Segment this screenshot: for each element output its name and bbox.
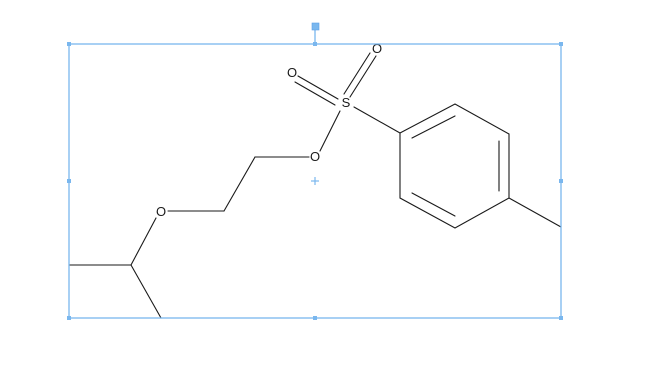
selection-frame[interactable] bbox=[67, 22, 563, 320]
center-crosshair-icon[interactable] bbox=[311, 177, 319, 185]
rotate-handle-icon[interactable] bbox=[311, 22, 320, 31]
benzene-ring bbox=[399, 103, 510, 229]
bond-methyl-down bbox=[130, 264, 162, 319]
atom-ester-oxygen: O bbox=[310, 149, 320, 164]
resize-handle-top-right[interactable] bbox=[559, 42, 563, 46]
ring-inner-bond-bottom bbox=[411, 192, 456, 217]
resize-handle-top-left[interactable] bbox=[67, 42, 71, 46]
atom-sulfonyl-oxygen-left: O bbox=[287, 65, 297, 80]
ring-inner-bond-top bbox=[411, 115, 456, 139]
bond-ester-oxygen-to-sulfur bbox=[319, 110, 341, 152]
atom-sulfur: S bbox=[342, 95, 351, 110]
bond-sulfur-oxygen-left-b bbox=[294, 81, 336, 106]
resize-handle-middle-left[interactable] bbox=[67, 179, 71, 183]
molecule-structure[interactable]: O O S O O bbox=[68, 41, 562, 319]
resize-handle-top-center[interactable] bbox=[313, 42, 317, 46]
resize-handle-middle-right[interactable] bbox=[559, 179, 563, 183]
bond-sulfur-to-ring bbox=[353, 106, 401, 134]
bond-ring-to-methyl bbox=[508, 197, 562, 228]
atom-sulfonyl-oxygen-upper: O bbox=[372, 41, 382, 56]
bond-sulfur-oxygen-upper-b bbox=[349, 55, 377, 98]
resize-handle-bottom-left[interactable] bbox=[67, 316, 71, 320]
resize-handle-bottom-right[interactable] bbox=[559, 316, 563, 320]
bond-ch2-ch2 bbox=[223, 156, 256, 212]
bond-sulfur-oxygen-upper-a bbox=[343, 52, 371, 95]
resize-handle-bottom-center[interactable] bbox=[313, 316, 317, 320]
bond-sulfur-oxygen-left-a bbox=[297, 75, 339, 100]
bond-ch-to-ether-oxygen bbox=[130, 217, 157, 266]
atom-ether-oxygen: O bbox=[156, 204, 166, 219]
